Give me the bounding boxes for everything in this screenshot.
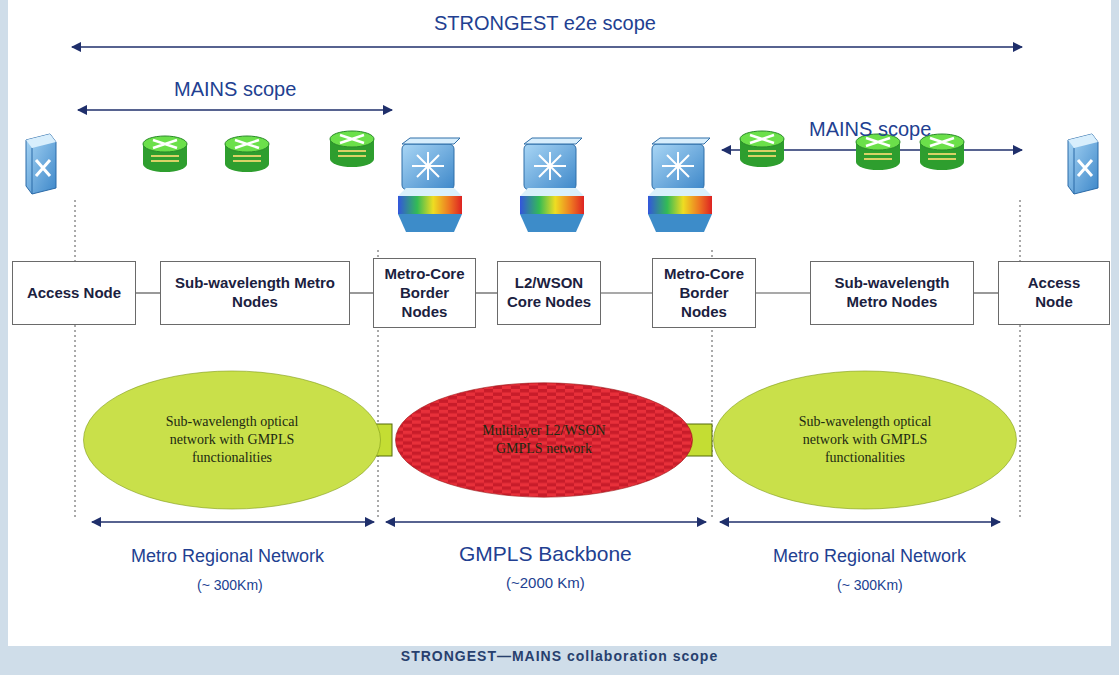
node-box: Access Node: [12, 261, 136, 325]
extent-label: Metro Regional Network: [131, 546, 324, 567]
network-label: Multilayer L2/WSON GMPLS network: [460, 422, 628, 458]
node-box: Metro-Core Border Nodes: [373, 258, 476, 328]
network-ellipse: Multilayer L2/WSON GMPLS network: [394, 382, 694, 498]
network-label: Sub-wavelength optical network with GMPL…: [779, 413, 951, 468]
scope-label: MAINS scope: [809, 118, 931, 141]
node-link: [601, 292, 652, 293]
node-label: L2/WSON Core Nodes: [506, 274, 592, 312]
node-box: Metro-Core Border Nodes: [652, 258, 756, 328]
network-label: Sub-wavelength optical network with GMPL…: [148, 413, 316, 468]
node-label: Metro-Core Border Nodes: [661, 265, 747, 321]
ellipse-outline: [394, 382, 694, 498]
node-box: Access Node: [998, 261, 1110, 325]
node-label: Sub-wavelength Metro Nodes: [819, 274, 965, 312]
node-box: Sub-wavelength Metro Nodes: [810, 261, 974, 325]
extent-label: (~2000 Km): [506, 574, 585, 591]
node-label: Metro-Core Border Nodes: [382, 265, 467, 321]
node-label: Sub-wavelength Metro Nodes: [169, 274, 341, 312]
node-link: [136, 292, 160, 293]
extent-label: Metro Regional Network: [773, 546, 966, 567]
figure-caption: STRONGEST—MAINS collaboration scope: [0, 648, 1119, 664]
node-link: [350, 292, 373, 293]
node-box: L2/WSON Core Nodes: [497, 261, 601, 325]
extent-label: (~ 300Km): [197, 577, 263, 593]
node-box: Sub-wavelength Metro Nodes: [160, 261, 350, 325]
node-link: [974, 292, 998, 293]
scope-label: MAINS scope: [174, 78, 296, 101]
node-link: [476, 292, 497, 293]
network-ellipse: Sub-wavelength optical network with GMPL…: [82, 370, 382, 510]
scope-label: STRONGEST e2e scope: [434, 12, 656, 35]
node-label: Access Node: [27, 284, 121, 303]
node-link: [756, 292, 810, 293]
node-label: Access Node: [1007, 274, 1101, 312]
extent-label: GMPLS Backbone: [459, 542, 632, 566]
extent-label: (~ 300Km): [837, 577, 903, 593]
network-ellipse: Sub-wavelength optical network with GMPL…: [712, 370, 1018, 510]
